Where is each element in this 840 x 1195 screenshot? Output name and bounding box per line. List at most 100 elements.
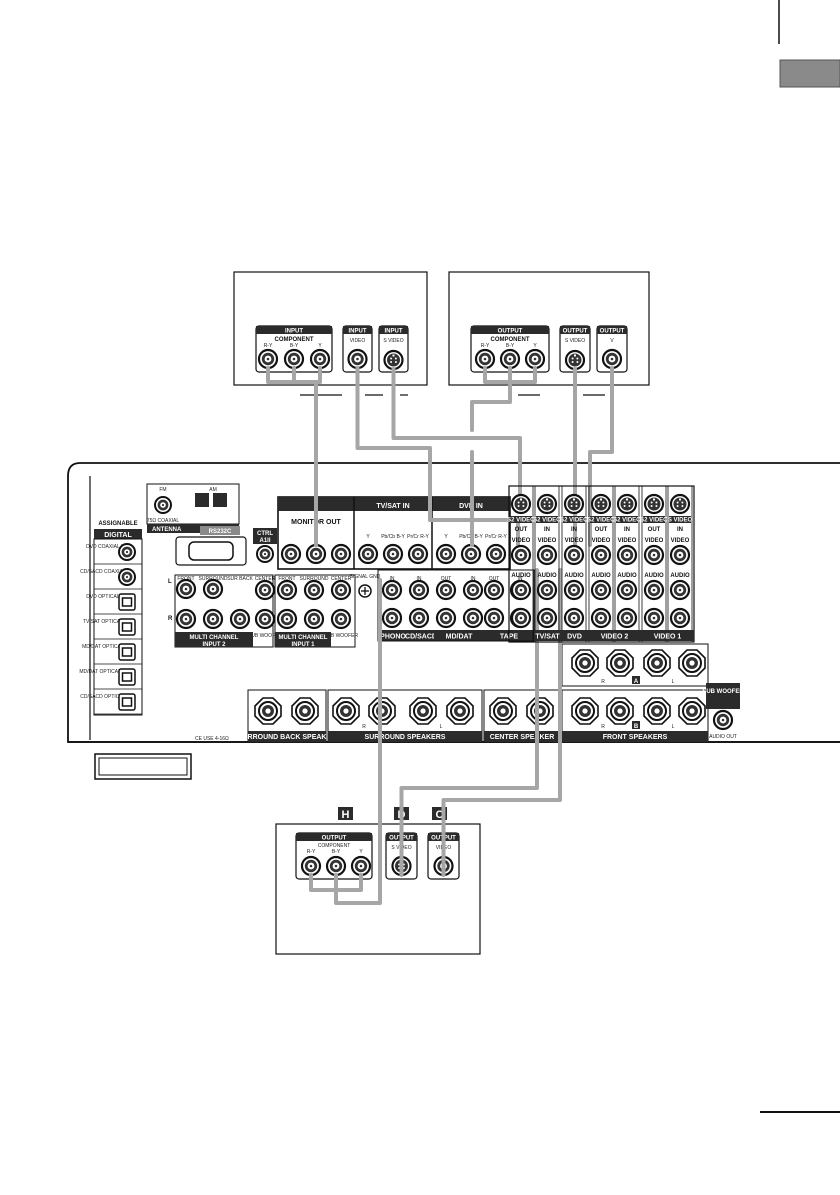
tv-pr-jack[interactable] [257, 348, 279, 370]
tv-video-jack[interactable] [347, 348, 368, 370]
video1-out-audio-l-jack[interactable] [643, 579, 665, 601]
mc1-center-jack[interactable] [330, 579, 352, 601]
dvd-svideo-jack[interactable] [564, 349, 586, 371]
mc2-front-r-jack[interactable] [175, 608, 197, 630]
tv-y-jack[interactable] [309, 348, 331, 370]
monitor-out-y-jack[interactable] [280, 543, 302, 565]
video1-in-audio-r-jack[interactable] [669, 607, 691, 629]
tv-sat-b-audio-l-jack[interactable] [536, 579, 558, 601]
front-speaker-a-terminal[interactable] [678, 649, 706, 677]
dvd-pb-jack[interactable] [499, 348, 521, 370]
dvd-y-jack[interactable] [524, 348, 546, 370]
fm-antenna-jack[interactable] [154, 496, 172, 514]
video2-out-audio-l-jack[interactable] [590, 579, 612, 601]
digital-input-jack[interactable] [118, 568, 136, 586]
digital-input-jack[interactable] [118, 543, 136, 561]
video1-in-s-video-jack[interactable] [669, 493, 691, 515]
dvd-video-jack[interactable] [601, 348, 623, 370]
surround-back-speaker-terminal[interactable] [291, 697, 319, 725]
front-speaker-a-terminal[interactable] [643, 649, 671, 677]
phono-r-jack[interactable] [381, 607, 403, 629]
mc2-front-l-jack[interactable] [175, 578, 197, 600]
video2-out-video-jack[interactable] [590, 544, 612, 566]
dvd-s-video-jack[interactable] [563, 493, 585, 515]
video-2-label: VIDEO 2 [601, 634, 629, 641]
front-speaker-a-terminal[interactable] [606, 649, 634, 677]
mc1-front-l-jack[interactable] [276, 579, 298, 601]
digital-input-jack[interactable] [118, 668, 136, 686]
sub-woofer-out-jack[interactable] [712, 709, 734, 731]
center-speaker-terminal[interactable] [489, 697, 517, 725]
dvd-pr-jack[interactable] [474, 348, 496, 370]
cd-l-jack[interactable] [408, 579, 430, 601]
dvd-in-pr-jack[interactable] [485, 543, 507, 565]
tv-svideo-jack[interactable] [383, 349, 404, 371]
digital-input-jack[interactable] [118, 643, 136, 661]
md-out-l-jack[interactable] [435, 579, 457, 601]
dvd-in-pb-jack[interactable] [460, 543, 482, 565]
surround-back-speaker-terminal[interactable] [254, 697, 282, 725]
front-speakers-terminal[interactable] [643, 697, 671, 725]
tv-pb-jack[interactable] [283, 348, 305, 370]
mc2-surround-l-jack[interactable] [202, 578, 224, 600]
digital-input-jack[interactable] [118, 618, 136, 636]
center-speaker-terminal[interactable] [526, 697, 554, 725]
video2-out-s-video-jack[interactable] [590, 493, 612, 515]
tv-sat-in-pb-jack[interactable] [382, 543, 404, 565]
tv-sat-b-audio-r-jack[interactable] [536, 607, 558, 629]
tv-sat-s-video-jack[interactable] [510, 493, 532, 515]
md-in-l-jack[interactable] [462, 579, 484, 601]
mc1-surround-l-jack[interactable] [303, 579, 325, 601]
tv-sat-b-s-video-jack[interactable] [536, 493, 558, 515]
video2-in-audio-r-jack[interactable] [616, 607, 638, 629]
surround-speakers-terminal[interactable] [409, 697, 437, 725]
front-speaker-a-terminal[interactable] [571, 649, 599, 677]
video1-in-audio-l-jack[interactable] [669, 579, 691, 601]
front-speakers-terminal[interactable] [606, 697, 634, 725]
mc1-front-r-jack[interactable] [276, 608, 298, 630]
mc2-sub-jack[interactable] [254, 608, 276, 630]
video2-in-audio-l-jack[interactable] [616, 579, 638, 601]
surround-speakers-terminal[interactable] [332, 697, 360, 725]
ctrl-a1ii-jack[interactable] [256, 545, 274, 563]
surround-speakers-terminal[interactable] [446, 697, 474, 725]
dvd-in-y-jack[interactable] [435, 543, 457, 565]
dvd-audio-l-jack[interactable] [563, 579, 585, 601]
mc1-sub-jack[interactable] [330, 608, 352, 630]
tape-out-r-jack[interactable] [483, 607, 505, 629]
tv-sat-b-video-jack[interactable] [536, 544, 558, 566]
md-out-r-jack[interactable] [435, 607, 457, 629]
mc1-surround-r-jack[interactable] [303, 608, 325, 630]
bu-pb-jack[interactable] [325, 855, 347, 877]
video1-in-video-jack[interactable] [669, 544, 691, 566]
video2-out-audio-r-jack[interactable] [590, 607, 612, 629]
mc2-center-jack[interactable] [254, 579, 276, 601]
md-in-r-jack[interactable] [462, 607, 484, 629]
tv-sat-in-y-jack[interactable] [357, 543, 379, 565]
video2-in-video-jack[interactable] [616, 544, 638, 566]
mc2-surback-jack[interactable] [229, 608, 251, 630]
video1-out-audio-r-jack[interactable] [643, 607, 665, 629]
dvd-video-jack[interactable] [563, 544, 585, 566]
video1-out-video-jack[interactable] [643, 544, 665, 566]
monitor-out-pb-jack[interactable] [305, 543, 327, 565]
digital-input-jack[interactable] [118, 593, 136, 611]
tape-out-l-jack[interactable] [483, 579, 505, 601]
bu-pr-jack[interactable] [300, 855, 322, 877]
bu-y-jack[interactable] [350, 855, 372, 877]
video1-out-s-video-jack[interactable] [643, 493, 665, 515]
tv-sat-video-jack[interactable] [510, 544, 532, 566]
phono-l-jack[interactable] [381, 579, 403, 601]
digital-input-jack[interactable] [118, 693, 136, 711]
front-speakers-terminal[interactable] [678, 697, 706, 725]
tv-sat-audio-l-jack[interactable] [510, 579, 532, 601]
monitor-out-pr-jack[interactable] [330, 543, 352, 565]
video2-in-s-video-jack[interactable] [616, 493, 638, 515]
mc2-surround-r-jack[interactable] [202, 608, 224, 630]
tv-sat-audio-r-jack[interactable] [510, 607, 532, 629]
tv-sat-in-pr-jack[interactable] [407, 543, 429, 565]
mc2-title: MULTI CHANNEL [190, 635, 239, 641]
cd-r-jack[interactable] [408, 607, 430, 629]
front-speakers-terminal[interactable] [571, 697, 599, 725]
dvd-audio-r-jack[interactable] [563, 607, 585, 629]
